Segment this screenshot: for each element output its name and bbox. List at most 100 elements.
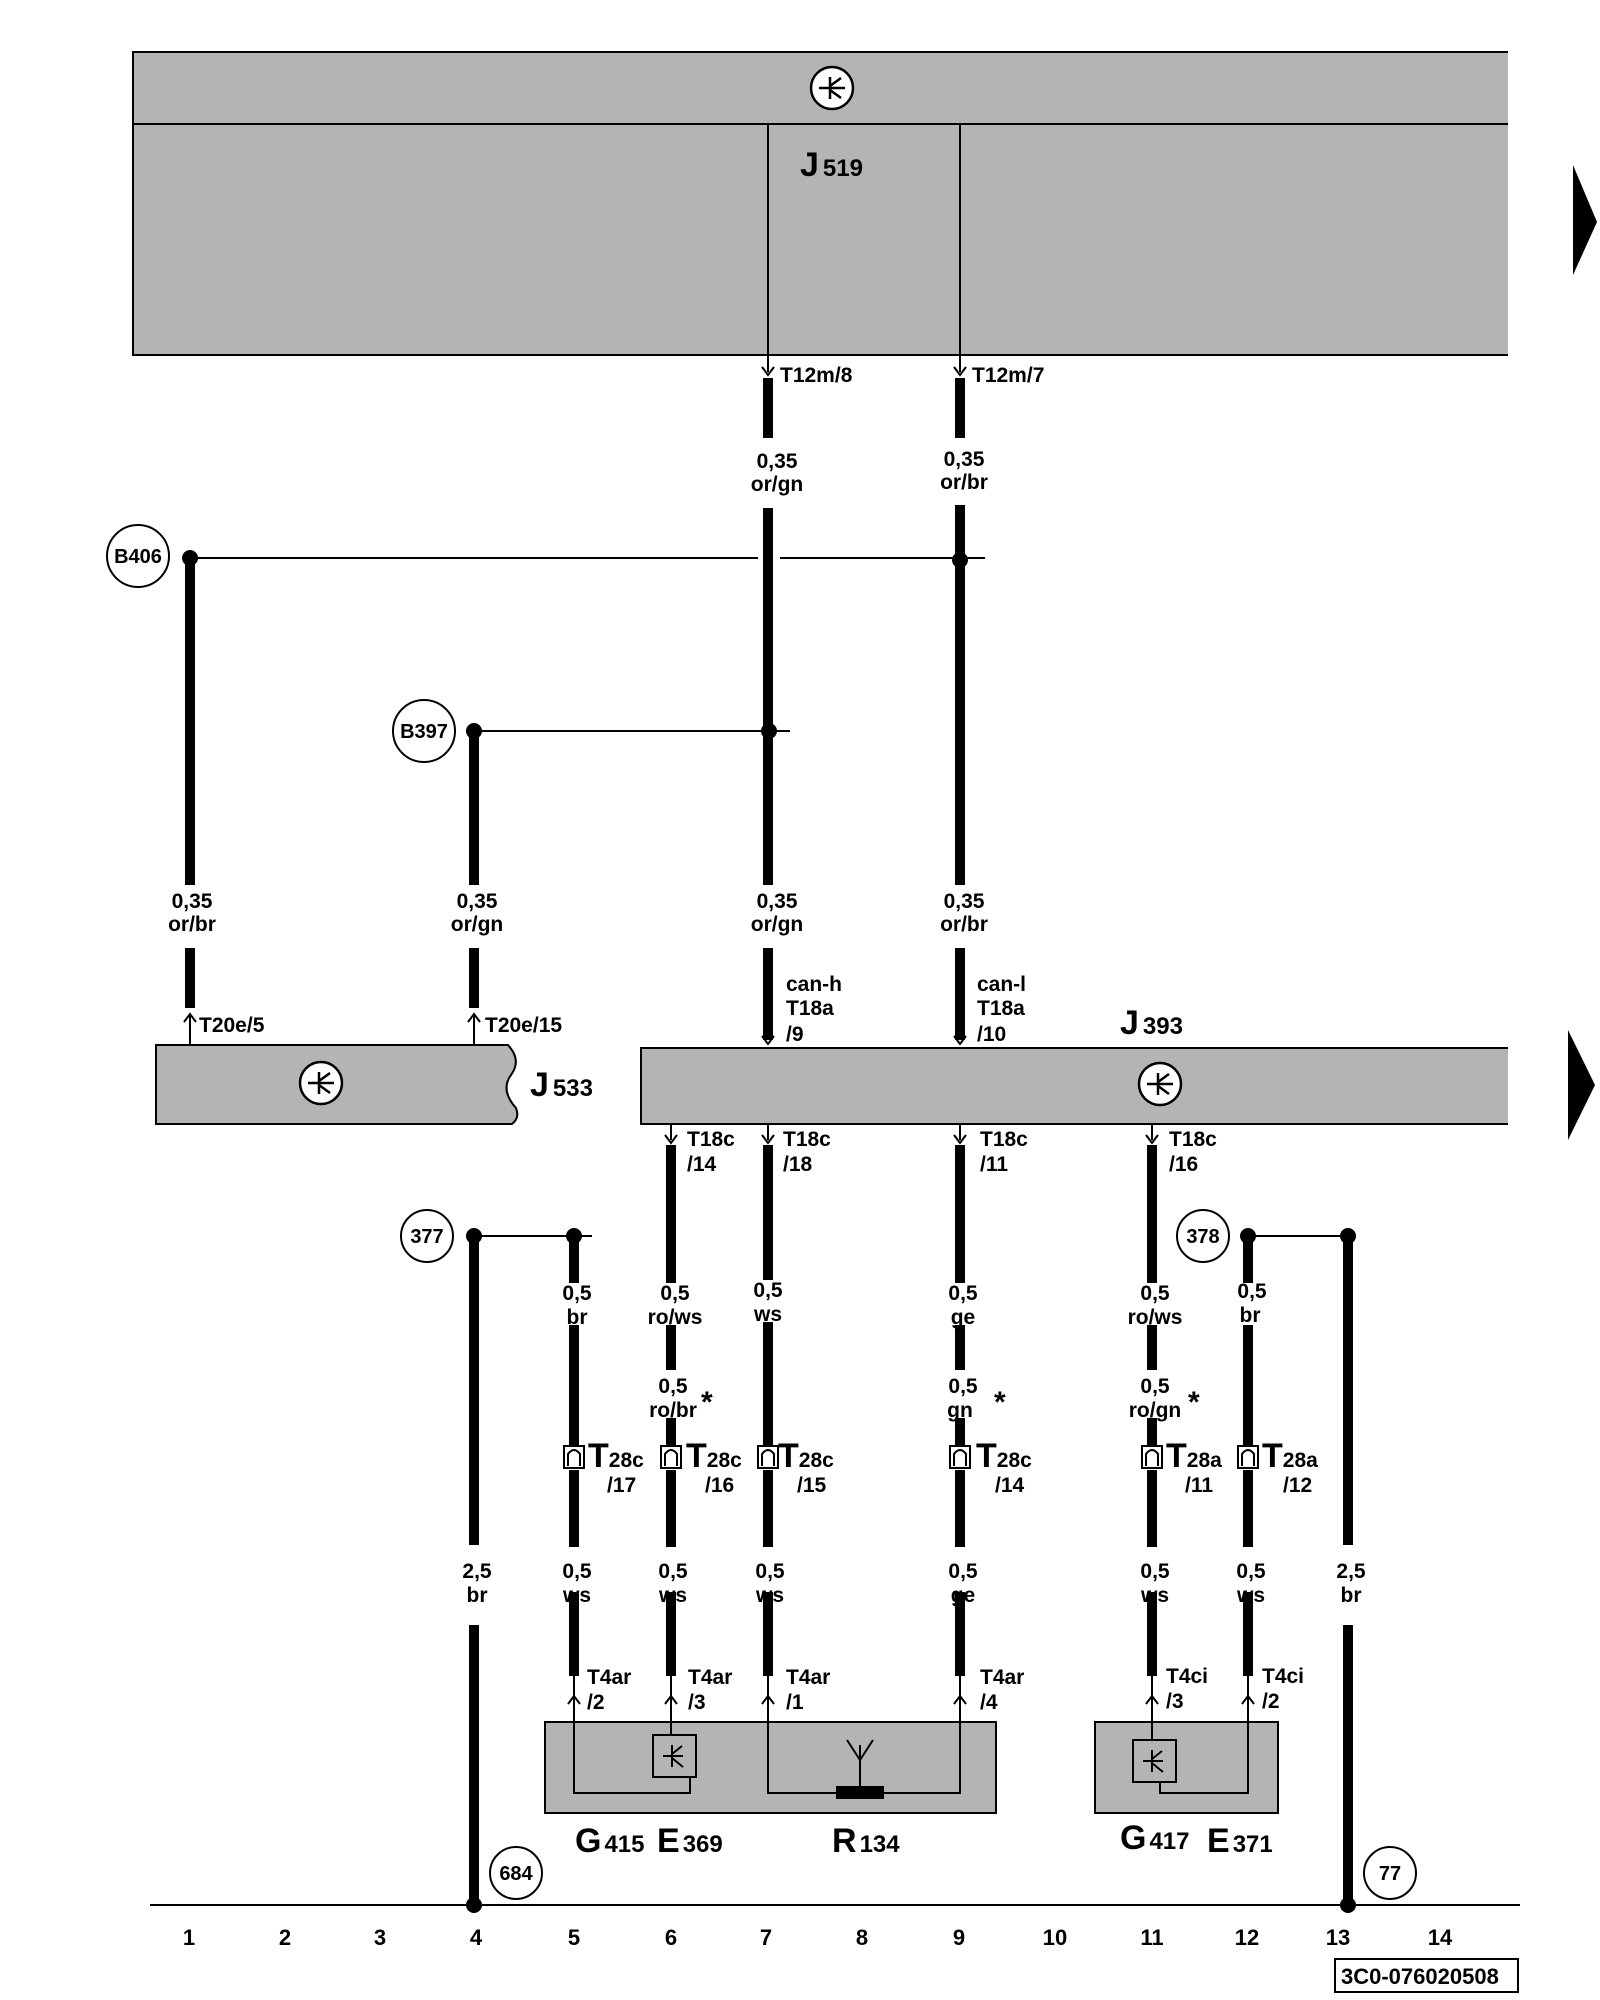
wire-label: ge	[951, 1306, 976, 1329]
t4-pins	[567, 1676, 1255, 1722]
column-number: 6	[665, 1925, 677, 1950]
column-number: 8	[856, 1925, 868, 1950]
connector-t18c-18: T18c	[783, 1128, 831, 1151]
wire-label-alt: ro/br	[649, 1399, 697, 1422]
connector-t28c-17: /17	[607, 1474, 636, 1497]
ref-circle-378	[1176, 1209, 1230, 1263]
connector-can-l: T18a	[977, 997, 1025, 1020]
wire-label: br	[467, 1584, 488, 1607]
connector-t18c-11: /11	[980, 1153, 1008, 1176]
wire-label: ws	[562, 1584, 591, 1607]
ref-77: 77	[1379, 1863, 1401, 1885]
wire-label: br	[567, 1306, 588, 1329]
wire-label: ws	[658, 1584, 687, 1607]
wire-label: 0,5	[562, 1560, 592, 1583]
wire-label: 0,5	[1237, 1280, 1267, 1303]
column-number: 13	[1326, 1925, 1350, 1950]
ref-b397: B397	[400, 721, 448, 743]
wire-label: 0,5	[755, 1560, 785, 1583]
wire-label: or/br	[168, 913, 216, 936]
module-g417-e371	[1094, 1721, 1279, 1814]
column-number: 3	[374, 1925, 386, 1950]
connector-symbol-icon	[1237, 1445, 1259, 1469]
ecu-symbol-icon	[298, 1060, 344, 1106]
wire-label: ro/ws	[648, 1306, 703, 1329]
wire-label: 0,35	[757, 890, 798, 913]
wire-label: 0,5	[948, 1560, 978, 1583]
connector-t4ar-4: /4	[980, 1691, 998, 1714]
wire-label: ge	[951, 1584, 976, 1607]
module-j533	[155, 1044, 519, 1125]
connector-t4ar-4: T4ar	[980, 1666, 1024, 1689]
wire-label: ws	[1140, 1584, 1169, 1607]
wire-label: or/br	[940, 471, 988, 494]
connector-t4ar-3: T4ar	[688, 1666, 732, 1689]
connector-t28a-11: /11	[1185, 1474, 1213, 1497]
inline-connectors	[563, 1445, 1259, 1469]
wire-group-top	[761, 355, 967, 1046]
ref-circle-b397	[392, 699, 456, 763]
ref-377: 377	[410, 1226, 443, 1248]
column-number: 10	[1043, 1925, 1067, 1950]
wire-label: 0,5	[562, 1282, 592, 1305]
connector-t20e-15: T20e/15	[485, 1014, 562, 1037]
connector-t28a-12: T28a	[1262, 1437, 1318, 1475]
column-number: 14	[1428, 1925, 1453, 1950]
connector-can-l: can-l	[977, 973, 1026, 996]
connector-symbol-icon	[660, 1445, 682, 1469]
wire-label-alt: gn	[947, 1399, 973, 1422]
column-number: 2	[279, 1925, 291, 1950]
connector-t18c-14: /14	[687, 1153, 717, 1176]
connector-t4ar-3: /3	[688, 1691, 706, 1714]
column-number: 1	[183, 1925, 195, 1950]
wire-label: 0,5	[658, 1560, 688, 1583]
connector-t4ci-3: /3	[1166, 1690, 1184, 1713]
connector-can-h: can-h	[786, 973, 842, 996]
column-number: 9	[953, 1925, 965, 1950]
wire-label-alt: 0,5	[658, 1375, 688, 1398]
wire-label: ws	[755, 1584, 784, 1607]
wire-label: ws	[753, 1303, 782, 1326]
connector-symbol-icon	[949, 1445, 971, 1469]
connector-t28a-11: T28a	[1166, 1437, 1222, 1475]
module-j393	[640, 1040, 1528, 1135]
connector-t4ci-2: /2	[1262, 1690, 1280, 1713]
connector-symbol-icon	[1141, 1445, 1163, 1469]
wire-label: or/br	[940, 913, 988, 936]
wire-label: ro/ws	[1128, 1306, 1183, 1329]
column-number: 7	[760, 1925, 772, 1950]
wire-label: 0,5	[948, 1282, 978, 1305]
column-number: 4	[470, 1925, 483, 1950]
antenna-icon	[846, 1739, 874, 1786]
wire-label-alt: ro/gn	[1129, 1399, 1182, 1422]
connector-t28c-16: /16	[705, 1474, 734, 1497]
arrow-right-icon	[1568, 1030, 1595, 1140]
connector-t28c-15: T28c	[778, 1437, 834, 1475]
column-number: 12	[1235, 1925, 1259, 1950]
connector-t28c-15: /15	[797, 1474, 827, 1497]
wire-label: 0,35	[944, 448, 985, 471]
column-numbers: 1 2 3 4 5 6 7 8 9 10 11 12 13 14	[183, 1925, 1453, 1950]
wire-label-alt: 0,5	[948, 1375, 978, 1398]
connector-t12m-7: T12m/7	[972, 364, 1044, 387]
connector-t28c-17: T28c	[588, 1437, 644, 1475]
connector-t28a-12: /12	[1283, 1474, 1312, 1497]
connector-t18c-14: T18c	[687, 1128, 735, 1151]
footnote-star: *	[994, 1386, 1006, 1419]
wire-label: 0,5	[1140, 1282, 1170, 1305]
connector-t4ar-2: T4ar	[587, 1666, 631, 1689]
connector-t20e-5: T20e/5	[199, 1014, 265, 1037]
connector-t18c-16: /16	[1169, 1153, 1198, 1176]
wire-label: or/gn	[751, 473, 804, 496]
column-number: 11	[1140, 1925, 1163, 1950]
t18c-pins	[664, 1124, 1159, 1145]
wire-label: ws	[1236, 1584, 1265, 1607]
ref-circle-b406	[106, 524, 170, 588]
